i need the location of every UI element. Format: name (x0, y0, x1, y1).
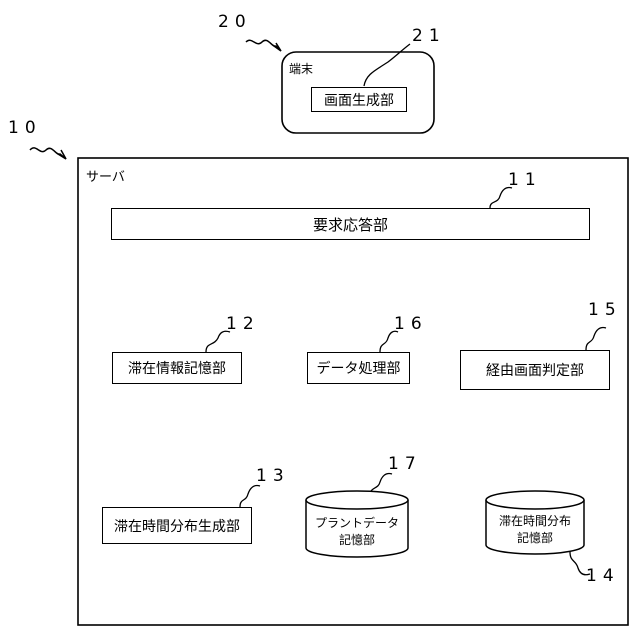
squiggle-arrow-20 (246, 40, 280, 50)
leader-21 (364, 44, 410, 86)
data-processor-label: データ処理部 (317, 358, 401, 378)
ref-15: 15 (588, 300, 622, 320)
ref-16: 16 (394, 314, 428, 334)
screen-generator-label: 画面生成部 (324, 90, 394, 110)
plant-data-storage-text: プラントデータ 記憶部 (306, 515, 408, 549)
request-response-label: 要求応答部 (313, 214, 388, 235)
ref-17: 17 (388, 454, 422, 474)
ref-10: 10 (8, 118, 42, 138)
ref-21: 21 (412, 26, 446, 46)
route-screen-judge-label: 経由画面判定部 (486, 360, 584, 380)
ref-20: 20 (218, 12, 252, 32)
stay-dist-storage-text: 滞在時間分布 記憶部 (486, 513, 584, 547)
ref-12: 12 (226, 314, 260, 334)
leader-11 (490, 187, 512, 208)
plant-data-storage-line1: プラントデータ (306, 515, 408, 532)
plant-data-storage-line2: 記憶部 (306, 532, 408, 549)
screen-generator-box: 画面生成部 (311, 87, 407, 112)
stay-info-recorder-label: 滞在情報記憶部 (128, 358, 226, 378)
leader-13 (240, 485, 260, 507)
leader-12 (206, 331, 230, 352)
ref-13: 13 (256, 466, 290, 486)
stay-dist-generator-label: 滞在時間分布生成部 (114, 516, 240, 536)
ref-11: 11 (508, 170, 542, 190)
stay-dist-generator-box: 滞在時間分布生成部 (102, 507, 252, 544)
squiggle-arrow-10 (30, 148, 65, 158)
stay-dist-storage-line2: 記憶部 (486, 530, 584, 547)
terminal-label: 端末 (289, 60, 313, 77)
request-response-box: 要求応答部 (111, 208, 590, 240)
data-processor-box: データ処理部 (307, 352, 410, 384)
ref-14: 14 (586, 566, 620, 586)
leader-16 (380, 331, 398, 352)
stay-dist-storage-line1: 滞在時間分布 (486, 513, 584, 530)
server-label: サーバ (86, 166, 125, 185)
stay-info-recorder-box: 滞在情報記憶部 (112, 352, 242, 384)
route-screen-judge-box: 経由画面判定部 (460, 350, 610, 390)
leader-15 (586, 327, 606, 350)
